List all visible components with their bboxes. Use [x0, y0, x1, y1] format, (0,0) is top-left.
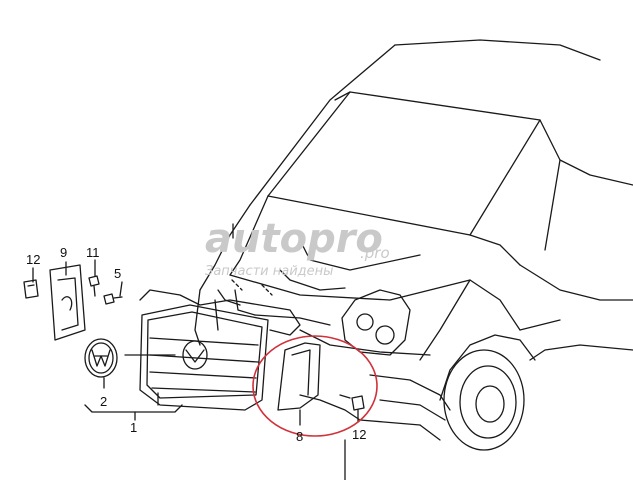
watermark-brand: autopro	[205, 216, 383, 262]
vw-emblem	[84, 338, 118, 378]
screw-11	[88, 275, 100, 297]
callout-5: 5	[114, 266, 121, 281]
callout-8: 8	[296, 429, 303, 444]
clip-left	[23, 279, 39, 299]
vehicle-outline	[194, 39, 633, 451]
watermark: autopro .pro Запчасти найдены	[205, 216, 390, 279]
watermark-tagline: Запчасти найдены	[205, 264, 333, 279]
watermark-domain: .pro	[360, 244, 390, 262]
callout-2: 2	[100, 394, 107, 409]
callout-11: 11	[86, 245, 100, 260]
callout-9: 9	[60, 245, 67, 260]
screw-5	[103, 293, 123, 305]
callout-12-right: 12	[352, 427, 366, 442]
side-trim	[277, 342, 321, 411]
front-grille	[139, 289, 301, 411]
clip-right	[339, 394, 365, 411]
highlight-circle	[252, 335, 378, 437]
leader-lines	[32, 223, 359, 480]
callout-12-left: 12	[26, 252, 40, 267]
mounting-bracket	[49, 264, 86, 341]
callout-1: 1	[130, 420, 137, 435]
